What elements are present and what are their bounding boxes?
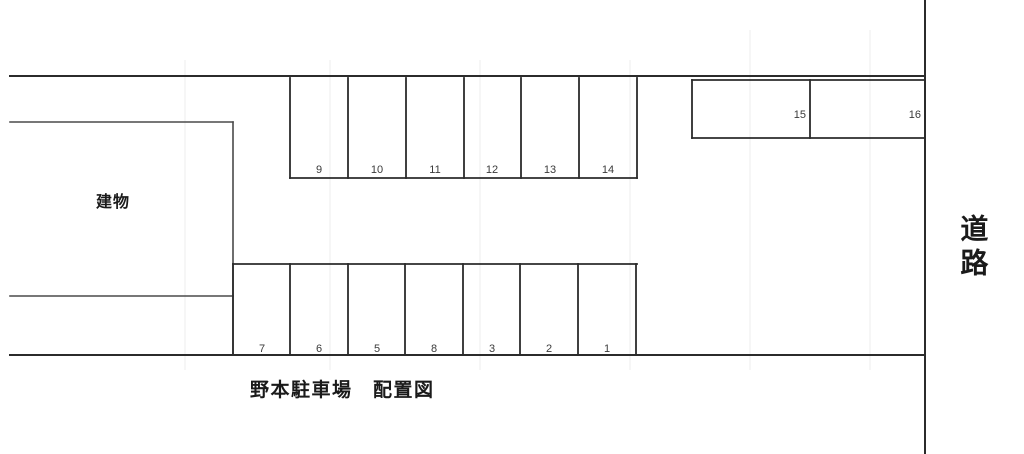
stall-number-12: 12 bbox=[486, 164, 498, 176]
stall-number-11: 11 bbox=[429, 164, 440, 176]
stall-number-6: 6 bbox=[316, 343, 322, 355]
stall-number-16: 16 bbox=[909, 109, 921, 121]
stall-number-15: 15 bbox=[794, 109, 806, 121]
stall-number-9: 9 bbox=[316, 164, 322, 176]
road-label: 道路 bbox=[956, 214, 990, 282]
stall-number-1: 1 bbox=[604, 343, 610, 355]
lower-stall-numbers: 7 6 5 8 3 2 1 bbox=[259, 343, 610, 355]
stall-number-5: 5 bbox=[374, 343, 380, 355]
page-title: 野本駐車場 配置図 bbox=[250, 379, 435, 401]
right-stall-row bbox=[691, 79, 926, 139]
stall-number-14: 14 bbox=[602, 164, 614, 176]
building-label: 建物 bbox=[96, 192, 131, 211]
upper-stall-row bbox=[289, 77, 638, 179]
upper-stall-numbers: 9 10 11 12 13 14 bbox=[316, 164, 614, 176]
site-boundary-lines bbox=[9, 0, 926, 454]
building-outline bbox=[9, 121, 234, 356]
stall-number-3: 3 bbox=[489, 343, 495, 355]
stall-number-7: 7 bbox=[259, 343, 265, 355]
lower-stall-row bbox=[232, 263, 638, 356]
stall-number-8: 8 bbox=[431, 343, 437, 355]
stall-number-2: 2 bbox=[546, 343, 552, 355]
right-stall-numbers: 15 16 bbox=[794, 109, 921, 121]
stall-number-13: 13 bbox=[544, 164, 556, 176]
stall-number-10: 10 bbox=[371, 164, 383, 176]
faint-grid-artifacts bbox=[184, 30, 871, 370]
